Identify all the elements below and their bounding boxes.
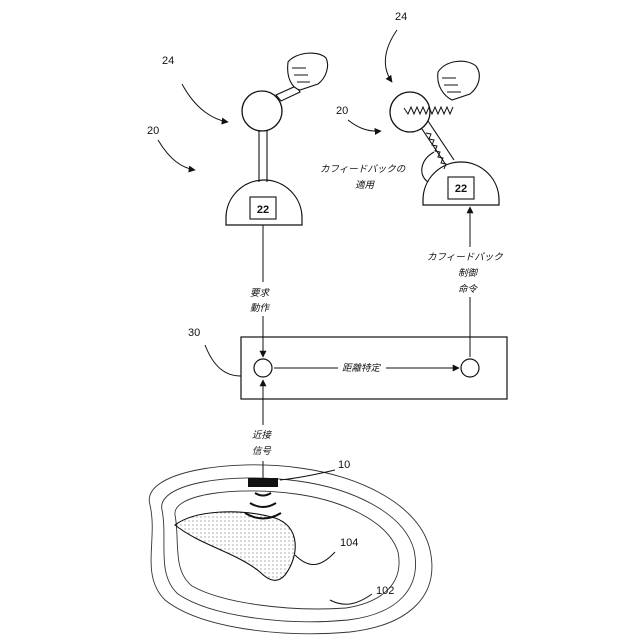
left-hand-icon	[276, 53, 328, 101]
target-region-104	[175, 512, 295, 581]
caption-ff-cmd-2: 制御	[458, 268, 479, 279]
ref-104-leader	[295, 552, 335, 565]
label-104: 104	[340, 537, 358, 549]
ref-24-left-arrow	[182, 84, 228, 122]
label-102: 102	[376, 585, 394, 597]
right-stick-line-b	[428, 121, 454, 160]
caption-distance: 距離特定	[342, 362, 382, 374]
left-knob	[242, 91, 282, 131]
right-label-22: 22	[455, 183, 467, 195]
left-label-22: 22	[257, 204, 269, 216]
label-24-left: 24	[162, 55, 174, 67]
caption-request-2: 動作	[250, 303, 271, 314]
caption-ff-cmd-1: カフィードバック	[427, 252, 503, 263]
left-joystick: 22	[226, 91, 302, 225]
label-24-right: 24	[395, 11, 407, 23]
caption-proximity-2: 信号	[252, 446, 272, 457]
sensor-10	[248, 478, 278, 487]
ref-10-leader	[280, 470, 335, 480]
ref-30-leader	[205, 345, 241, 376]
label-20-right: 20	[336, 105, 348, 117]
ref-24-right-arrow	[385, 30, 397, 82]
label-30: 30	[188, 327, 200, 339]
caption-ff-apply-2: 適用	[355, 179, 376, 191]
processor-output-node	[461, 359, 479, 377]
caption-request-1: 要求	[250, 288, 271, 299]
right-joystick: 22	[390, 92, 499, 205]
caption-ff-apply-1: カフィードバックの	[320, 164, 406, 175]
right-spring-lower	[426, 133, 446, 169]
caption-proximity-1: 近接	[252, 430, 273, 441]
right-hand-icon	[438, 61, 480, 100]
ref-20-left-arrow	[158, 140, 195, 170]
ref-20-right-arrow	[348, 120, 381, 131]
processor-input-node	[254, 359, 272, 377]
right-knob	[390, 92, 430, 132]
caption-ff-cmd-3: 命令	[458, 283, 479, 295]
label-20-left: 20	[147, 125, 159, 137]
label-10: 10	[338, 459, 350, 471]
